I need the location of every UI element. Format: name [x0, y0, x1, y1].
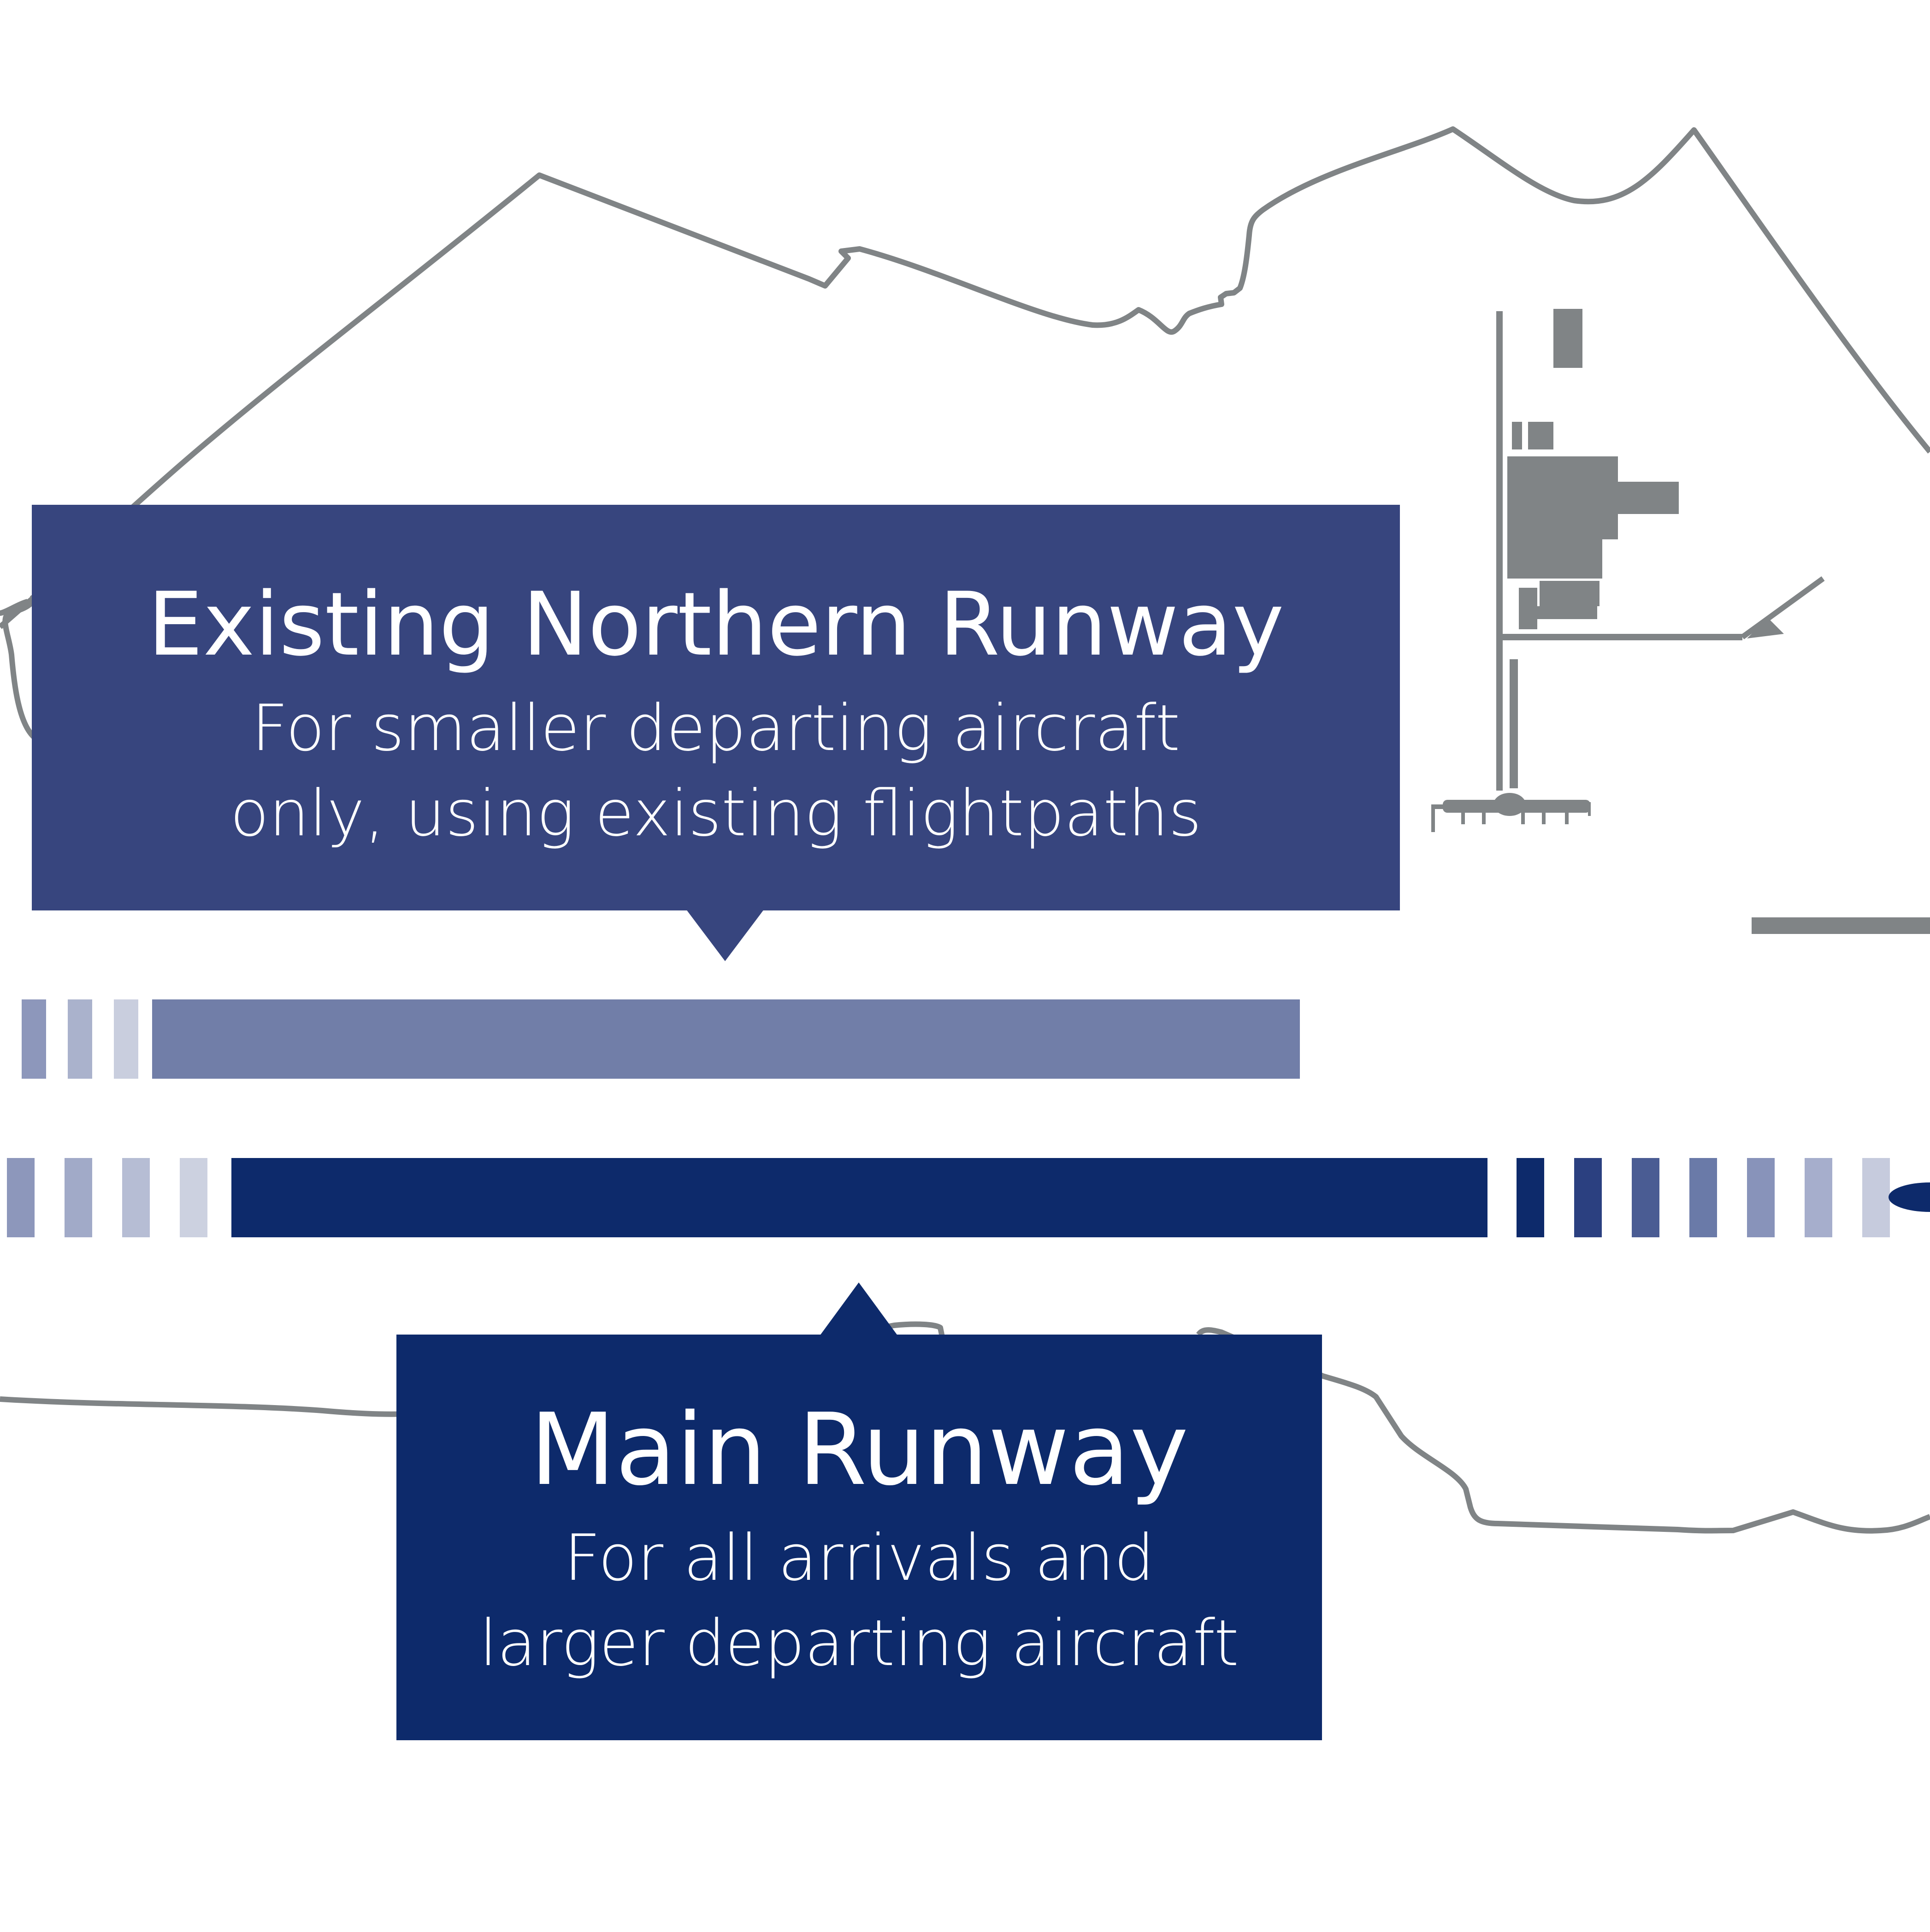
building-gate [1519, 588, 1537, 629]
terminal-south [1507, 539, 1602, 579]
building-small-2 [1528, 422, 1553, 449]
north-runway-marker-2 [68, 999, 92, 1079]
terminal-main [1507, 456, 1618, 539]
northern-runway-desc-line-2: only, using existing flightpaths [230, 776, 1202, 851]
stand-2 [1482, 813, 1486, 824]
northern-runway-desc-line-1: For smaller departing aircraft [251, 691, 1180, 765]
main-runway-strip [231, 1158, 1487, 1237]
northern-runway-callout: Existing Northern Runway For smaller dep… [32, 505, 1400, 910]
apron-hub [1493, 793, 1526, 816]
north-runway-strip [152, 999, 1300, 1079]
main-runway-marker-w3 [122, 1158, 150, 1237]
main-runway-marker-e4 [1689, 1158, 1717, 1237]
pier-east [1616, 482, 1679, 514]
main-runway-title: Main Runway [530, 1392, 1189, 1507]
airport-boundary-south [0, 1321, 1930, 1534]
main-runway-callout: Main Runway For all arrivals and larger … [396, 1335, 1322, 1740]
main-runway-marker-e5 [1747, 1158, 1775, 1237]
main-runway-marker-w1 [7, 1158, 35, 1237]
main-runway-desc-line-2: larger departing aircraft [479, 1606, 1239, 1680]
northern-runway [0, 999, 1300, 1079]
north-runway-marker-0 [0, 999, 10, 1079]
main-runway-desc-line-1: For all arrivals and [564, 1521, 1155, 1595]
building-south [1540, 581, 1599, 606]
aircraft-icon [1889, 1182, 1930, 1212]
stand-1 [1461, 813, 1465, 824]
building-north [1553, 309, 1582, 368]
runway-fragment-east [1752, 917, 1930, 934]
main-runway-marker-w4 [180, 1158, 207, 1237]
building-small-1 [1512, 422, 1522, 449]
main-runway-marker-e3 [1632, 1158, 1659, 1237]
main-runway-marker-e6 [1805, 1158, 1832, 1237]
taxiway-south-spur [1510, 659, 1518, 788]
stand-3 [1521, 813, 1525, 824]
stand-5 [1565, 813, 1569, 824]
northern-runway-title: Existing Northern Runway [148, 573, 1284, 675]
main-runway-marker-e2 [1574, 1158, 1602, 1237]
north-runway-marker-1 [22, 999, 46, 1079]
stand-4 [1542, 813, 1546, 824]
main-callout-pointer [820, 1282, 898, 1336]
airport-boundary-north [0, 126, 1930, 629]
terminal-complex [1431, 309, 1930, 934]
main-runway-marker-w2 [65, 1158, 92, 1237]
taxiway-diagonal [1741, 576, 1825, 639]
main-runway-marker-e1 [1517, 1158, 1544, 1237]
taxiway-stub [1747, 618, 1784, 638]
north-runway-marker-3 [114, 999, 138, 1079]
apron-stand-west-leg [1431, 809, 1435, 832]
apron-stand-west [1431, 804, 1447, 809]
stand-6 [1588, 802, 1591, 816]
taxiway-north-south [1496, 311, 1503, 791]
airport-boundary-west [0, 593, 37, 740]
main-runway-marker-e7 [1862, 1158, 1890, 1237]
taxiway-east-west [1503, 634, 1742, 640]
main-runway [7, 1158, 1930, 1237]
north-callout-pointer [686, 909, 764, 961]
